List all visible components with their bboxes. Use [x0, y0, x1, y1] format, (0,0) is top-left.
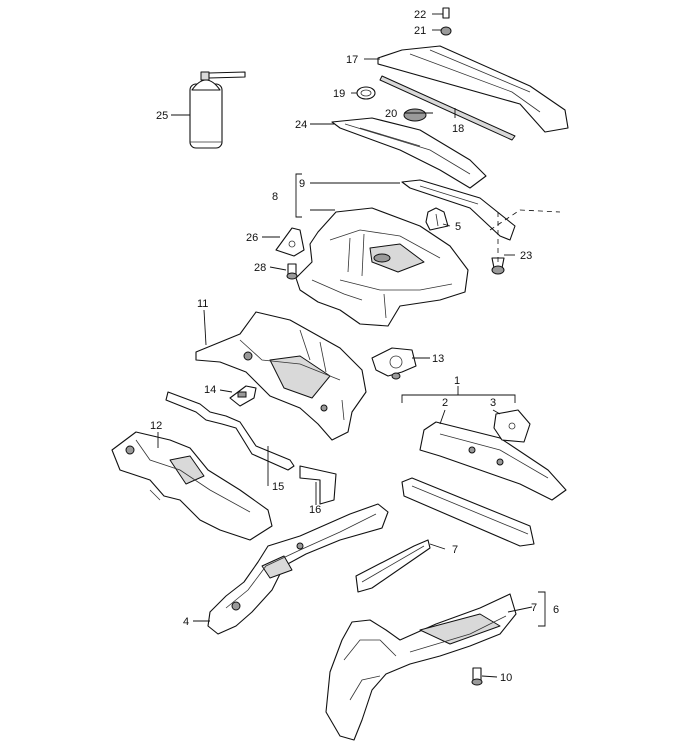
callout-21: 21: [414, 25, 426, 37]
leader-lines: [157, 13, 561, 678]
part-12-side-member: [111, 431, 273, 541]
callout-19: 19: [333, 88, 345, 100]
callout-24: 24: [295, 119, 307, 131]
callout-6: 6: [553, 604, 559, 616]
part-13-bracket: [371, 347, 417, 380]
callout-26: 26: [246, 232, 258, 244]
part-11-floor-section: [195, 311, 367, 441]
callout-16: 16: [309, 504, 321, 516]
part-21-washer: [440, 26, 452, 36]
callout-12: 12: [150, 420, 162, 432]
part-4-longitudinal-member: [207, 503, 389, 635]
part-15-tube: [165, 391, 295, 471]
part-1-lower-rail: [401, 477, 535, 547]
part-5-bracket: [425, 207, 449, 231]
callout-13: 13: [432, 353, 444, 365]
callout-5: 5: [455, 221, 461, 233]
callout-2: 2: [442, 397, 448, 409]
callout-28: 28: [254, 262, 266, 274]
callout-17: 17: [346, 54, 358, 66]
part-25-spray-can: [189, 71, 246, 149]
part-22-screw: [442, 7, 450, 19]
callout-labels: 22 21 17 19 20 18 24 25 9 8 5 26 28 23 1…: [150, 9, 559, 684]
callout-20: 20: [385, 108, 397, 120]
part-28-clip: [286, 263, 298, 280]
callout-7-housing: 7: [531, 602, 537, 614]
callout-7-middle: 7: [452, 544, 458, 556]
callout-3: 3: [490, 397, 496, 409]
callout-25: 25: [156, 110, 168, 122]
callout-9: 9: [299, 178, 305, 190]
part-17-spoiler: [377, 45, 569, 133]
part-16-strip: [299, 465, 337, 505]
callout-11: 11: [197, 298, 208, 310]
callout-15: 15: [272, 481, 284, 493]
part-20-pad: [403, 108, 427, 122]
part-9-cross-strip: [401, 179, 516, 241]
callout-4: 4: [183, 616, 189, 628]
part-23-clip: [491, 257, 505, 275]
part-6-wheel-housing: [325, 593, 517, 741]
part-26-bracket: [275, 227, 305, 257]
part-8-rear-panel: [295, 207, 469, 327]
callout-10: 10: [500, 672, 512, 684]
part-14-plate: [229, 385, 257, 407]
part-18-seal: [379, 75, 516, 141]
part-7-side-strip: [355, 539, 431, 593]
part-2-crossmember: [419, 421, 567, 501]
callout-23: 23: [520, 250, 532, 262]
callout-8: 8: [272, 191, 278, 203]
part-3-bracket: [493, 409, 531, 443]
part-19-gasket: [356, 86, 376, 100]
callout-14: 14: [204, 384, 216, 396]
part-10-fastener: [471, 667, 483, 686]
callout-1: 1: [454, 375, 460, 387]
part-24-spoiler-frame: [331, 117, 487, 189]
callout-22: 22: [414, 9, 426, 21]
callout-18: 18: [452, 123, 464, 135]
